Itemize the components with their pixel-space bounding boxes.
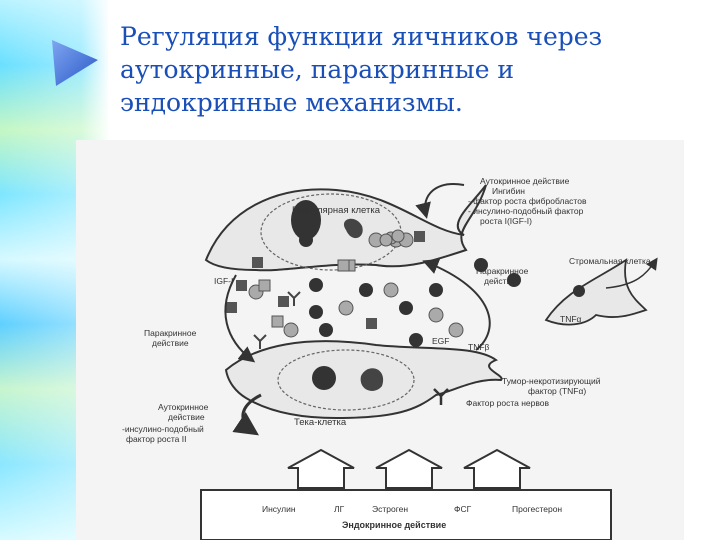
ovarian-regulation-diagram: Гранулярная клетка Тека-клетка Стромальн… bbox=[76, 140, 684, 540]
autocrine-igf-2: роста I(IGF-I) bbox=[480, 216, 532, 226]
title-line-2: аутокринные, паракринные и bbox=[120, 55, 515, 84]
stromal-cell-membrane bbox=[544, 258, 648, 326]
autocrine-bottom-line2: действие bbox=[168, 412, 205, 422]
paracrine-right-line1: Паракринное bbox=[476, 266, 529, 276]
nerve-growth-label: Фактор роста нервов bbox=[466, 398, 550, 408]
title-line-1: Регуляция функции яичников через bbox=[120, 22, 603, 51]
endocrine-box bbox=[200, 489, 612, 540]
diagram-drawing bbox=[200, 183, 658, 540]
endocrine-estrogen: Эстроген bbox=[372, 504, 409, 514]
stromal-cell-label: Стромальная клетка bbox=[569, 256, 651, 266]
granulosa-nucleus bbox=[291, 200, 321, 240]
autocrine-bottom-line3: -инсулино-подобный bbox=[122, 424, 204, 434]
tnf-beta-label: TNFβ bbox=[468, 342, 490, 352]
tnf-alpha-label: TNFα bbox=[560, 314, 582, 324]
tnf-factor-line1: Тумор-некротизирующий bbox=[502, 376, 601, 386]
title-line-3: эндокринные механизмы. bbox=[120, 88, 463, 117]
tnf-factor-line2: фактор (TNFα) bbox=[528, 386, 587, 396]
granulosa-nucleus-2 bbox=[343, 218, 363, 239]
stromal-nucleus bbox=[573, 285, 585, 297]
theca-nucleus-2 bbox=[360, 368, 384, 391]
autocrine-bottom-line4: фактор роста II bbox=[126, 434, 187, 444]
theca-nucleus bbox=[312, 366, 336, 390]
autocrine-inhibin: Ингибин bbox=[492, 186, 525, 196]
endocrine-progesterone: Прогестерон bbox=[512, 504, 563, 514]
paracrine-right-line2: действие bbox=[484, 276, 521, 286]
theca-cell-inner bbox=[277, 349, 415, 411]
theca-cell-label: Тека-клетка bbox=[294, 417, 347, 428]
autocrine-action-title: Аутокринное действие bbox=[480, 176, 570, 186]
paracrine-left-line2: действие bbox=[152, 338, 189, 348]
autocrine-fgf: - фактор роста фибробластов bbox=[468, 196, 587, 206]
page-title: Регуляция функции яичников через аутокри… bbox=[120, 20, 710, 119]
autocrine-bottom-line1: Аутокринное bbox=[158, 402, 209, 412]
endocrine-action-label: Эндокринное действие bbox=[342, 520, 447, 530]
endocrine-fsh: ФСГ bbox=[454, 504, 472, 514]
triangle-bullet-icon bbox=[52, 40, 98, 86]
endocrine-insulin: Инсулин bbox=[262, 504, 296, 514]
paracrine-left-line1: Паракринное bbox=[144, 328, 197, 338]
granulosa-cell-label: Гранулярная клетка bbox=[292, 205, 381, 216]
autocrine-igf-1: - инсулино-подобный фактор bbox=[468, 206, 584, 216]
igf-1-label: IGF-I bbox=[214, 276, 234, 286]
endocrine-lh: ЛГ bbox=[334, 504, 345, 514]
egf-label: EGF bbox=[432, 336, 450, 346]
